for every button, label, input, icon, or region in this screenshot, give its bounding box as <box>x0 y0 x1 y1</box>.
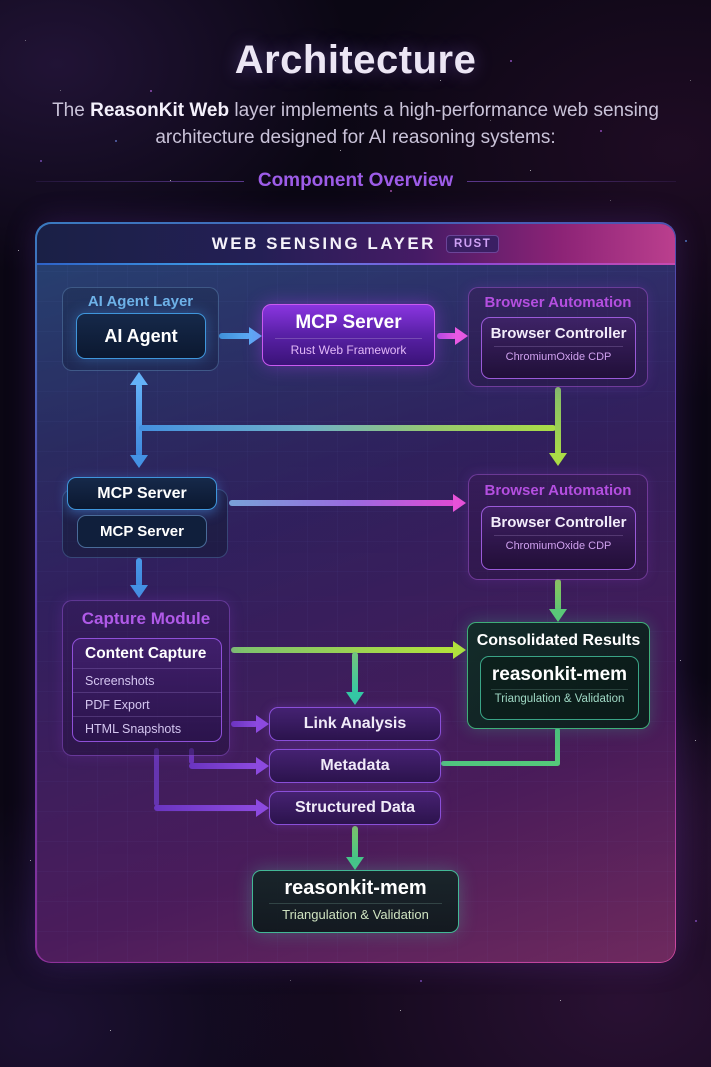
capture-item-screenshots: Screenshots <box>73 668 221 692</box>
subtitle-prefix: The <box>52 100 91 121</box>
reasonkit-mem-box: reasonkit-mem Triangulation & Validation <box>252 870 459 933</box>
mcp-server-divider <box>275 338 422 339</box>
reasonkit-mem-divider <box>269 903 442 904</box>
ai-agent-label: AI Agent <box>104 325 178 346</box>
subtitle-rest: layer implements a high-performance web … <box>155 100 659 148</box>
consolidated-results-title: Consolidated Results <box>476 632 641 649</box>
browser-controller-mid-title: Browser Controller <box>490 514 627 531</box>
browser-controller-mid-protocol: ChromiumOxide CDP <box>505 540 612 552</box>
capture-item-pdf-export: PDF Export <box>73 692 221 716</box>
connector-mcp-group-down-to-capture <box>128 558 150 598</box>
reasonkit-mem-inner-method: Triangulation & Validation <box>494 693 625 705</box>
reasonkit-mem-inner-box: reasonkit-mem Triangulation & Validation <box>480 656 639 720</box>
browser-controller-box-top: Browser Controller ChromiumOxide CDP <box>481 317 636 379</box>
link-analysis-label: Link Analysis <box>303 715 407 732</box>
connector-consolidated-elbow-vertical <box>555 728 560 765</box>
connector-ai-agent-mcp-group-bidirectional <box>128 372 150 468</box>
browser-controller-mid-divider <box>494 535 623 536</box>
mcp-server-group-title: MCP Server <box>97 484 187 502</box>
panel-title: WEB SENSING LAYER <box>211 234 436 253</box>
reasonkit-mem-inner-title: reasonkit-mem <box>491 664 628 685</box>
metadata-label: Metadata <box>320 757 390 774</box>
reasonkit-mem-inner-divider <box>491 689 628 690</box>
connector-feedback-horizontal <box>139 425 556 431</box>
reasonkit-mem-title: reasonkit-mem <box>284 877 427 899</box>
connector-browser1-down-to-browser2 <box>547 387 569 466</box>
browser-controller-box-mid: Browser Controller ChromiumOxide CDP <box>481 506 636 570</box>
mcp-server-group: MCP Server MCP Server <box>62 477 228 558</box>
browser-controller-top-title: Browser Controller <box>490 325 627 342</box>
mcp-server-subtitle: Rust Web Framework <box>290 343 407 357</box>
ai-agent-box: AI Agent <box>76 313 206 359</box>
mcp-server-inner-box: MCP Server <box>77 515 207 548</box>
browser-controller-top-divider <box>494 346 623 347</box>
browser-automation-group-mid: Browser Automation Browser Controller Ch… <box>468 474 648 580</box>
connector-capture-to-link-analysis <box>231 713 269 735</box>
connector-capture-to-metadata <box>189 755 269 777</box>
mcp-server-group-header: MCP Server <box>67 477 217 510</box>
link-analysis-box: Link Analysis <box>269 707 441 741</box>
browser-controller-top-protocol: ChromiumOxide CDP <box>505 351 612 363</box>
connector-mcp-group-to-browser-automation2 <box>229 492 466 514</box>
connector-ai-agent-to-mcp-server <box>219 325 262 347</box>
subtitle-product-name: ReasonKit Web <box>90 100 230 121</box>
mcp-server-inner-label: MCP Server <box>100 523 184 540</box>
reasonkit-mem-subtitle: Triangulation & Validation <box>282 907 429 922</box>
metadata-box: Metadata <box>269 749 441 783</box>
rust-badge: RUST <box>445 235 500 253</box>
section-heading: Component Overview <box>257 170 454 192</box>
page-title: Architecture <box>234 38 477 82</box>
connector-browser2-down-to-consolidated <box>547 579 569 622</box>
connector-capture-to-consolidated <box>231 639 466 661</box>
connector-capture-stub-metadata <box>189 748 194 764</box>
mcp-server-box: MCP Server Rust Web Framework <box>262 304 435 366</box>
connector-mcp-server-to-browser-automation <box>437 325 468 347</box>
structured-data-box: Structured Data <box>269 791 441 825</box>
page-header: Architecture The ReasonKit Web layer imp… <box>0 0 711 192</box>
connector-capture-to-structured-data <box>154 797 269 819</box>
content-capture-title: Content Capture <box>85 645 207 662</box>
capture-module-group: Capture Module Content Capture Screensho… <box>62 600 230 756</box>
page-subtitle: The ReasonKit Web layer implements a hig… <box>46 98 666 151</box>
structured-data-label: Structured Data <box>294 799 416 816</box>
browser-automation-top-label: Browser Automation <box>484 294 632 311</box>
consolidated-results-box: Consolidated Results reasonkit-mem Trian… <box>467 622 650 729</box>
browser-automation-group-top: Browser Automation Browser Controller Ch… <box>468 287 648 387</box>
panel-header: WEB SENSING LAYER RUST <box>36 223 675 265</box>
heading-rule-left <box>35 180 244 182</box>
mcp-server-title: MCP Server <box>295 312 402 333</box>
connector-structured-data-to-memory <box>344 826 366 870</box>
capture-item-html-snapshots: HTML Snapshots <box>73 716 221 740</box>
content-capture-box: Content Capture Screenshots PDF Export H… <box>72 638 222 742</box>
browser-automation-mid-label: Browser Automation <box>484 482 632 499</box>
ai-agent-layer-label: AI Agent Layer <box>87 293 194 310</box>
heading-rule-right <box>467 180 676 182</box>
connector-consolidated-elbow-horizontal <box>441 761 560 766</box>
capture-module-label: Capture Module <box>81 609 211 628</box>
section-heading-row: Component Overview <box>35 170 676 192</box>
connector-capture-stub-structured <box>154 748 159 806</box>
ai-agent-layer-group: AI Agent Layer AI Agent <box>62 287 219 371</box>
connector-branch-down-to-link-analysis <box>344 652 366 705</box>
